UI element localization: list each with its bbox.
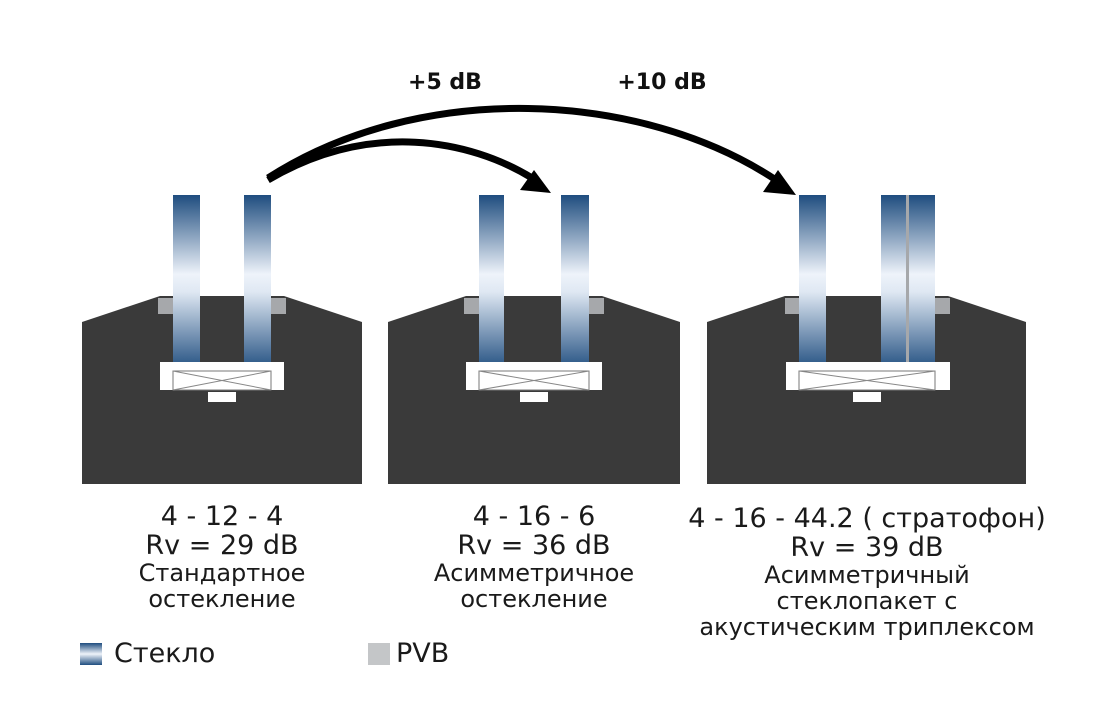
- pvb-seal-right: [588, 298, 604, 314]
- legend-pvb-label: PVB: [396, 638, 450, 669]
- caption-unit-asymmetric: 4 - 16 - 6 Rv = 36 dB Асимметричное осте…: [388, 501, 680, 613]
- glass-pane-left: [479, 195, 504, 371]
- glass-pane-triplex-b: [909, 195, 935, 371]
- drain-tab: [520, 392, 548, 402]
- legend-glass: Стекло: [80, 638, 215, 669]
- glass-pane-right: [561, 195, 589, 371]
- unit-spec: 4 - 12 - 4: [160, 501, 284, 532]
- pvb-seal-left: [464, 298, 480, 314]
- pvb-seal-left: [785, 298, 801, 314]
- unit-desc-line3: акустическим триплексом: [699, 613, 1035, 641]
- arrowhead-plus5: [520, 170, 551, 193]
- spacer-cross-b: [798, 370, 936, 391]
- glass-pane-left: [799, 195, 826, 371]
- arrowhead-plus10: [763, 170, 796, 195]
- arrow-plus5: [266, 138, 534, 184]
- unit-rv: Rv = 36 dB: [457, 530, 611, 561]
- gain-label-plus10: +10 dB: [617, 70, 706, 95]
- legend-pvb: PVB: [368, 638, 449, 669]
- unit-desc-line1: Асимметричный: [764, 561, 970, 589]
- spacer-cross-b: [478, 370, 590, 391]
- unit-spec: 4 - 16 - 44.2 ( стратофон): [688, 503, 1046, 534]
- unit-desc-line1: Стандартное: [138, 559, 306, 587]
- unit-spec: 4 - 16 - 6: [472, 501, 596, 532]
- unit-rv: Rv = 29 dB: [145, 530, 299, 561]
- drain-tab: [853, 392, 881, 402]
- unit-desc-line2: стеклопакет с: [776, 587, 958, 615]
- glazing-unit-asymmetric: [388, 195, 680, 484]
- caption-unit-acoustic-triplex: 4 - 16 - 44.2 ( стратофон) Rv = 39 dB Ас…: [680, 503, 1054, 641]
- pvb-swatch-icon: [368, 642, 390, 665]
- unit-desc-line2: остекление: [460, 585, 608, 613]
- gain-arrows: +5 dB +10 dB: [266, 70, 796, 195]
- gain-label-plus5: +5 dB: [408, 70, 482, 95]
- legend-glass-label: Стекло: [114, 638, 216, 669]
- glazing-unit-acoustic-triplex: [707, 195, 1026, 484]
- pvb-seal-right: [270, 298, 286, 314]
- pvb-seal-right: [934, 298, 950, 314]
- glass-swatch-icon: [80, 642, 102, 665]
- pvb-seal-left: [158, 298, 174, 314]
- glass-pane-right: [244, 195, 271, 371]
- spacer-cross-b: [172, 370, 272, 391]
- glass-pane-left: [173, 195, 200, 371]
- unit-desc-line1: Асимметричное: [433, 559, 635, 587]
- unit-desc-line2: остекление: [148, 585, 296, 613]
- drain-tab: [208, 392, 236, 402]
- glass-pane-triplex-a: [881, 195, 906, 371]
- glazing-unit-standard: [82, 195, 362, 484]
- arrow-plus10: [266, 105, 778, 183]
- caption-unit-standard: 4 - 12 - 4 Rv = 29 dB Стандартное остекл…: [82, 501, 362, 613]
- unit-rv: Rv = 39 dB: [790, 532, 944, 563]
- pvb-interlayer: [906, 195, 909, 371]
